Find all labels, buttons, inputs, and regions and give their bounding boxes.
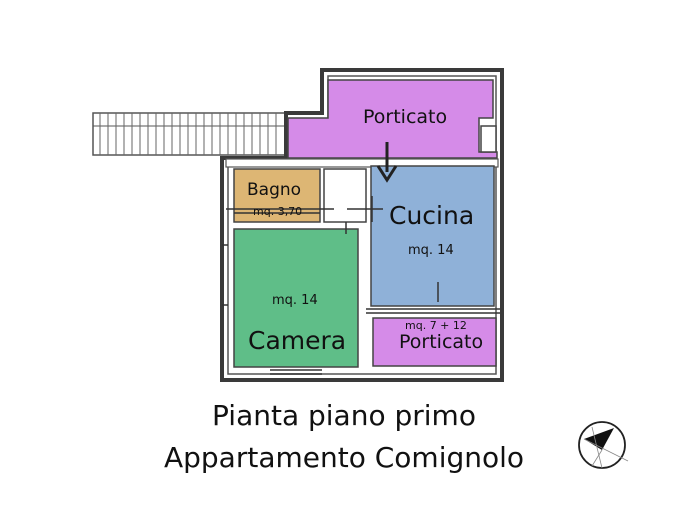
bagno-label: Bagno [247, 180, 302, 200]
pillar [480, 125, 497, 153]
staircase [92, 112, 287, 156]
porticato-bottom-area [372, 317, 497, 367]
down-arrow-icon [376, 142, 398, 183]
porticato-top-area [287, 79, 498, 159]
porticato-bottom-label: Porticato [399, 331, 484, 353]
cucina-label: Cucina [389, 201, 475, 230]
cucina-area [370, 165, 495, 307]
cucina-area-label: mq. 14 [408, 243, 454, 258]
porticato-top-label: Porticato [363, 106, 448, 128]
door-marks [222, 196, 500, 375]
camera-area [233, 228, 359, 368]
camera-label: Camera [248, 326, 347, 355]
camera-area-label: mq. 14 [272, 293, 318, 308]
compass-icon [578, 421, 629, 469]
plan-subtitle: Appartamento Comignolo [163, 441, 525, 474]
bagno-area-label: mq. 3,70 [253, 205, 303, 218]
porticato-bottom-area-label: mq. 7 + 12 [405, 319, 467, 332]
plan-title: Pianta piano primo [212, 399, 476, 432]
hallway-area [323, 168, 367, 223]
